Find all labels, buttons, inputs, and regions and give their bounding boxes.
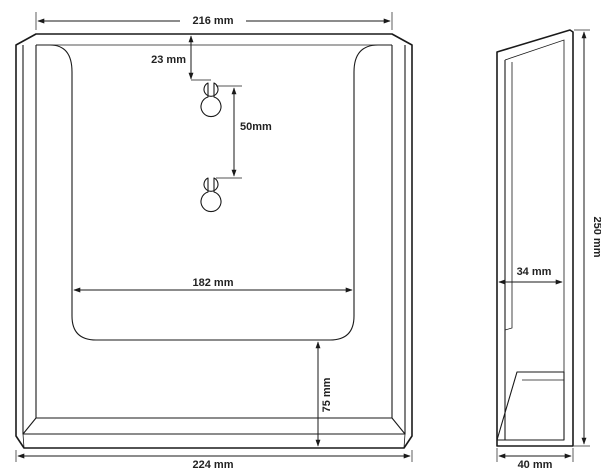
dim-hole-spacing: 50mm (216, 85, 272, 179)
keyhole-slot-top (200, 82, 222, 118)
side-tray (496, 371, 565, 441)
side-lip (504, 62, 513, 331)
keyhole-slot-bottom (200, 177, 222, 213)
dim-top-offset: 23 mm (151, 35, 211, 81)
dim-pocket-depth: 75 mm (315, 341, 333, 447)
front-back-panel (36, 44, 392, 341)
dim-inner-depth-label: 34 mm (517, 266, 552, 278)
side-view (496, 29, 574, 447)
dim-height-label: 250 mm (591, 217, 601, 258)
front-outer-outline (15, 33, 413, 449)
dim-top-offset-label: 23 mm (151, 54, 186, 66)
dim-hole-spacing-label: 50mm (240, 121, 272, 133)
dim-height: 250 mm (574, 29, 601, 447)
front-bottom-tray (22, 417, 406, 435)
dim-pocket-depth-label: 75 mm (321, 377, 333, 412)
dim-top-width: 216 mm (35, 12, 393, 30)
side-outer-outline (496, 29, 574, 447)
dim-side-depth: 40 mm (496, 448, 574, 472)
front-bottom-edge (22, 433, 406, 449)
dim-side-depth-label: 40 mm (518, 459, 553, 471)
dim-bottom-width: 224 mm (15, 450, 413, 472)
dim-inner-depth: 34 mm (498, 265, 563, 285)
dim-top-width-label: 216 mm (193, 15, 234, 27)
front-view (15, 33, 413, 449)
dim-bottom-width-label: 224 mm (193, 459, 234, 471)
side-shell-inner (504, 39, 565, 440)
dim-pocket-width: 182 mm (73, 276, 353, 293)
dim-pocket-width-label: 182 mm (193, 277, 234, 289)
